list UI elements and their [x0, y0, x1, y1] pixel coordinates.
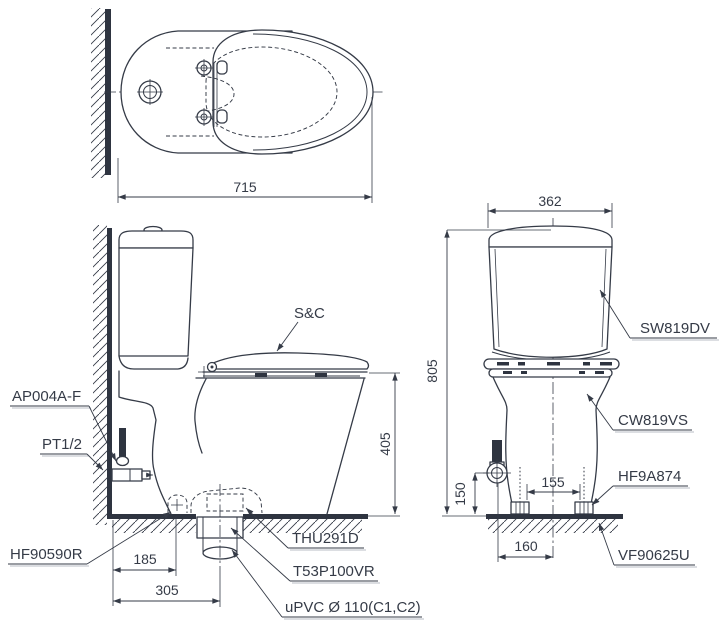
- svg-text:T53P100VR: T53P100VR: [293, 563, 375, 580]
- front-supply-valve: [483, 440, 511, 487]
- dimension-depth-715: 715: [117, 97, 373, 203]
- svg-text:CW819VS: CW819VS: [618, 412, 688, 429]
- plan-flush-button: [137, 79, 163, 105]
- dim-bolt-spacing-text: 155: [541, 474, 565, 490]
- callout-drain-pipe: uPVC Ø 110(C1,C2): [231, 549, 424, 620]
- callout-bowl: CW819VS: [586, 393, 694, 433]
- dimension-roughin-305: 305: [113, 566, 221, 607]
- front-cistern: [488, 225, 613, 361]
- svg-text:PT1/2: PT1/2: [42, 436, 82, 453]
- callout-trap-seal: THU291D: [245, 507, 366, 551]
- side-drain: [196, 484, 244, 566]
- svg-text:VF90625U: VF90625U: [618, 547, 690, 564]
- dimension-bolt-spacing-155: 155: [526, 474, 581, 500]
- svg-text:HF90590R: HF90590R: [10, 546, 83, 563]
- dimension-supply-height-150: 150: [452, 472, 489, 514]
- side-trap-hidden: [167, 487, 263, 514]
- floor-front: [486, 514, 623, 519]
- wall-face-side: [107, 228, 112, 516]
- dimension-fixing-185: 185: [112, 516, 177, 606]
- dim-fixing-text: 185: [133, 551, 157, 567]
- floor-right: [243, 514, 368, 519]
- svg-text:S&C: S&C: [294, 305, 325, 322]
- front-floor-bolts: [510, 501, 594, 515]
- dim-height-text: 805: [424, 359, 440, 383]
- dim-seat-height-text: 405: [377, 432, 393, 456]
- side-bowl: [118, 370, 366, 515]
- side-view: 185 305 405 AP004A-F PT1/2 HF90590R: [8, 225, 424, 620]
- dim-width-text: 362: [538, 193, 562, 209]
- wall-hatching-side: [93, 225, 107, 525]
- svg-text:HF9A874: HF9A874: [618, 468, 681, 485]
- side-seat-cover: [198, 352, 370, 378]
- callout-thread: PT1/2: [40, 436, 104, 471]
- callout-floor-fixing: HF90590R: [8, 511, 172, 567]
- svg-text:THU291D: THU291D: [292, 530, 359, 547]
- dim-roughin-text: 305: [155, 582, 179, 598]
- dimension-seat-height-405: 405: [377, 373, 398, 514]
- callout-angle-valve: AP004A-F: [10, 388, 117, 462]
- plan-hinges: [195, 59, 228, 127]
- front-view: 362 805 150 155 160 SW819DV: [424, 193, 719, 568]
- dim-supply-offset-text: 160: [514, 538, 538, 554]
- plan-lid: [212, 29, 374, 155]
- front-bowl: [492, 376, 611, 515]
- dimension-width-362: 362: [487, 193, 613, 228]
- dim-supply-height-text: 150: [452, 482, 468, 506]
- floor-left: [107, 514, 196, 519]
- wall-hatching: [91, 8, 105, 178]
- dimension-height-805: 805: [424, 229, 551, 514]
- svg-text:uPVC Ø 110(C1,C2): uPVC Ø 110(C1,C2): [285, 599, 421, 616]
- front-seat: [483, 358, 620, 378]
- side-cistern: [118, 225, 194, 370]
- dimension-supply-offset-160: 160: [497, 483, 553, 562]
- plan-view: 715: [91, 8, 384, 203]
- svg-text:SW819DV: SW819DV: [640, 320, 710, 337]
- dim-depth-text: 715: [233, 179, 257, 195]
- callout-cistern: SW819DV: [599, 289, 719, 341]
- side-supply-valve: [111, 428, 153, 482]
- svg-text:AP004A-F: AP004A-F: [12, 388, 81, 405]
- plan-seat-opening-hidden: [205, 46, 338, 138]
- callout-fixing-bolt: HF9A874: [591, 468, 690, 506]
- callout-seat-cover: S&C: [276, 305, 325, 352]
- callout-flange: T53P100VR: [230, 527, 380, 584]
- callout-bolt-cap: VF90625U: [598, 522, 697, 568]
